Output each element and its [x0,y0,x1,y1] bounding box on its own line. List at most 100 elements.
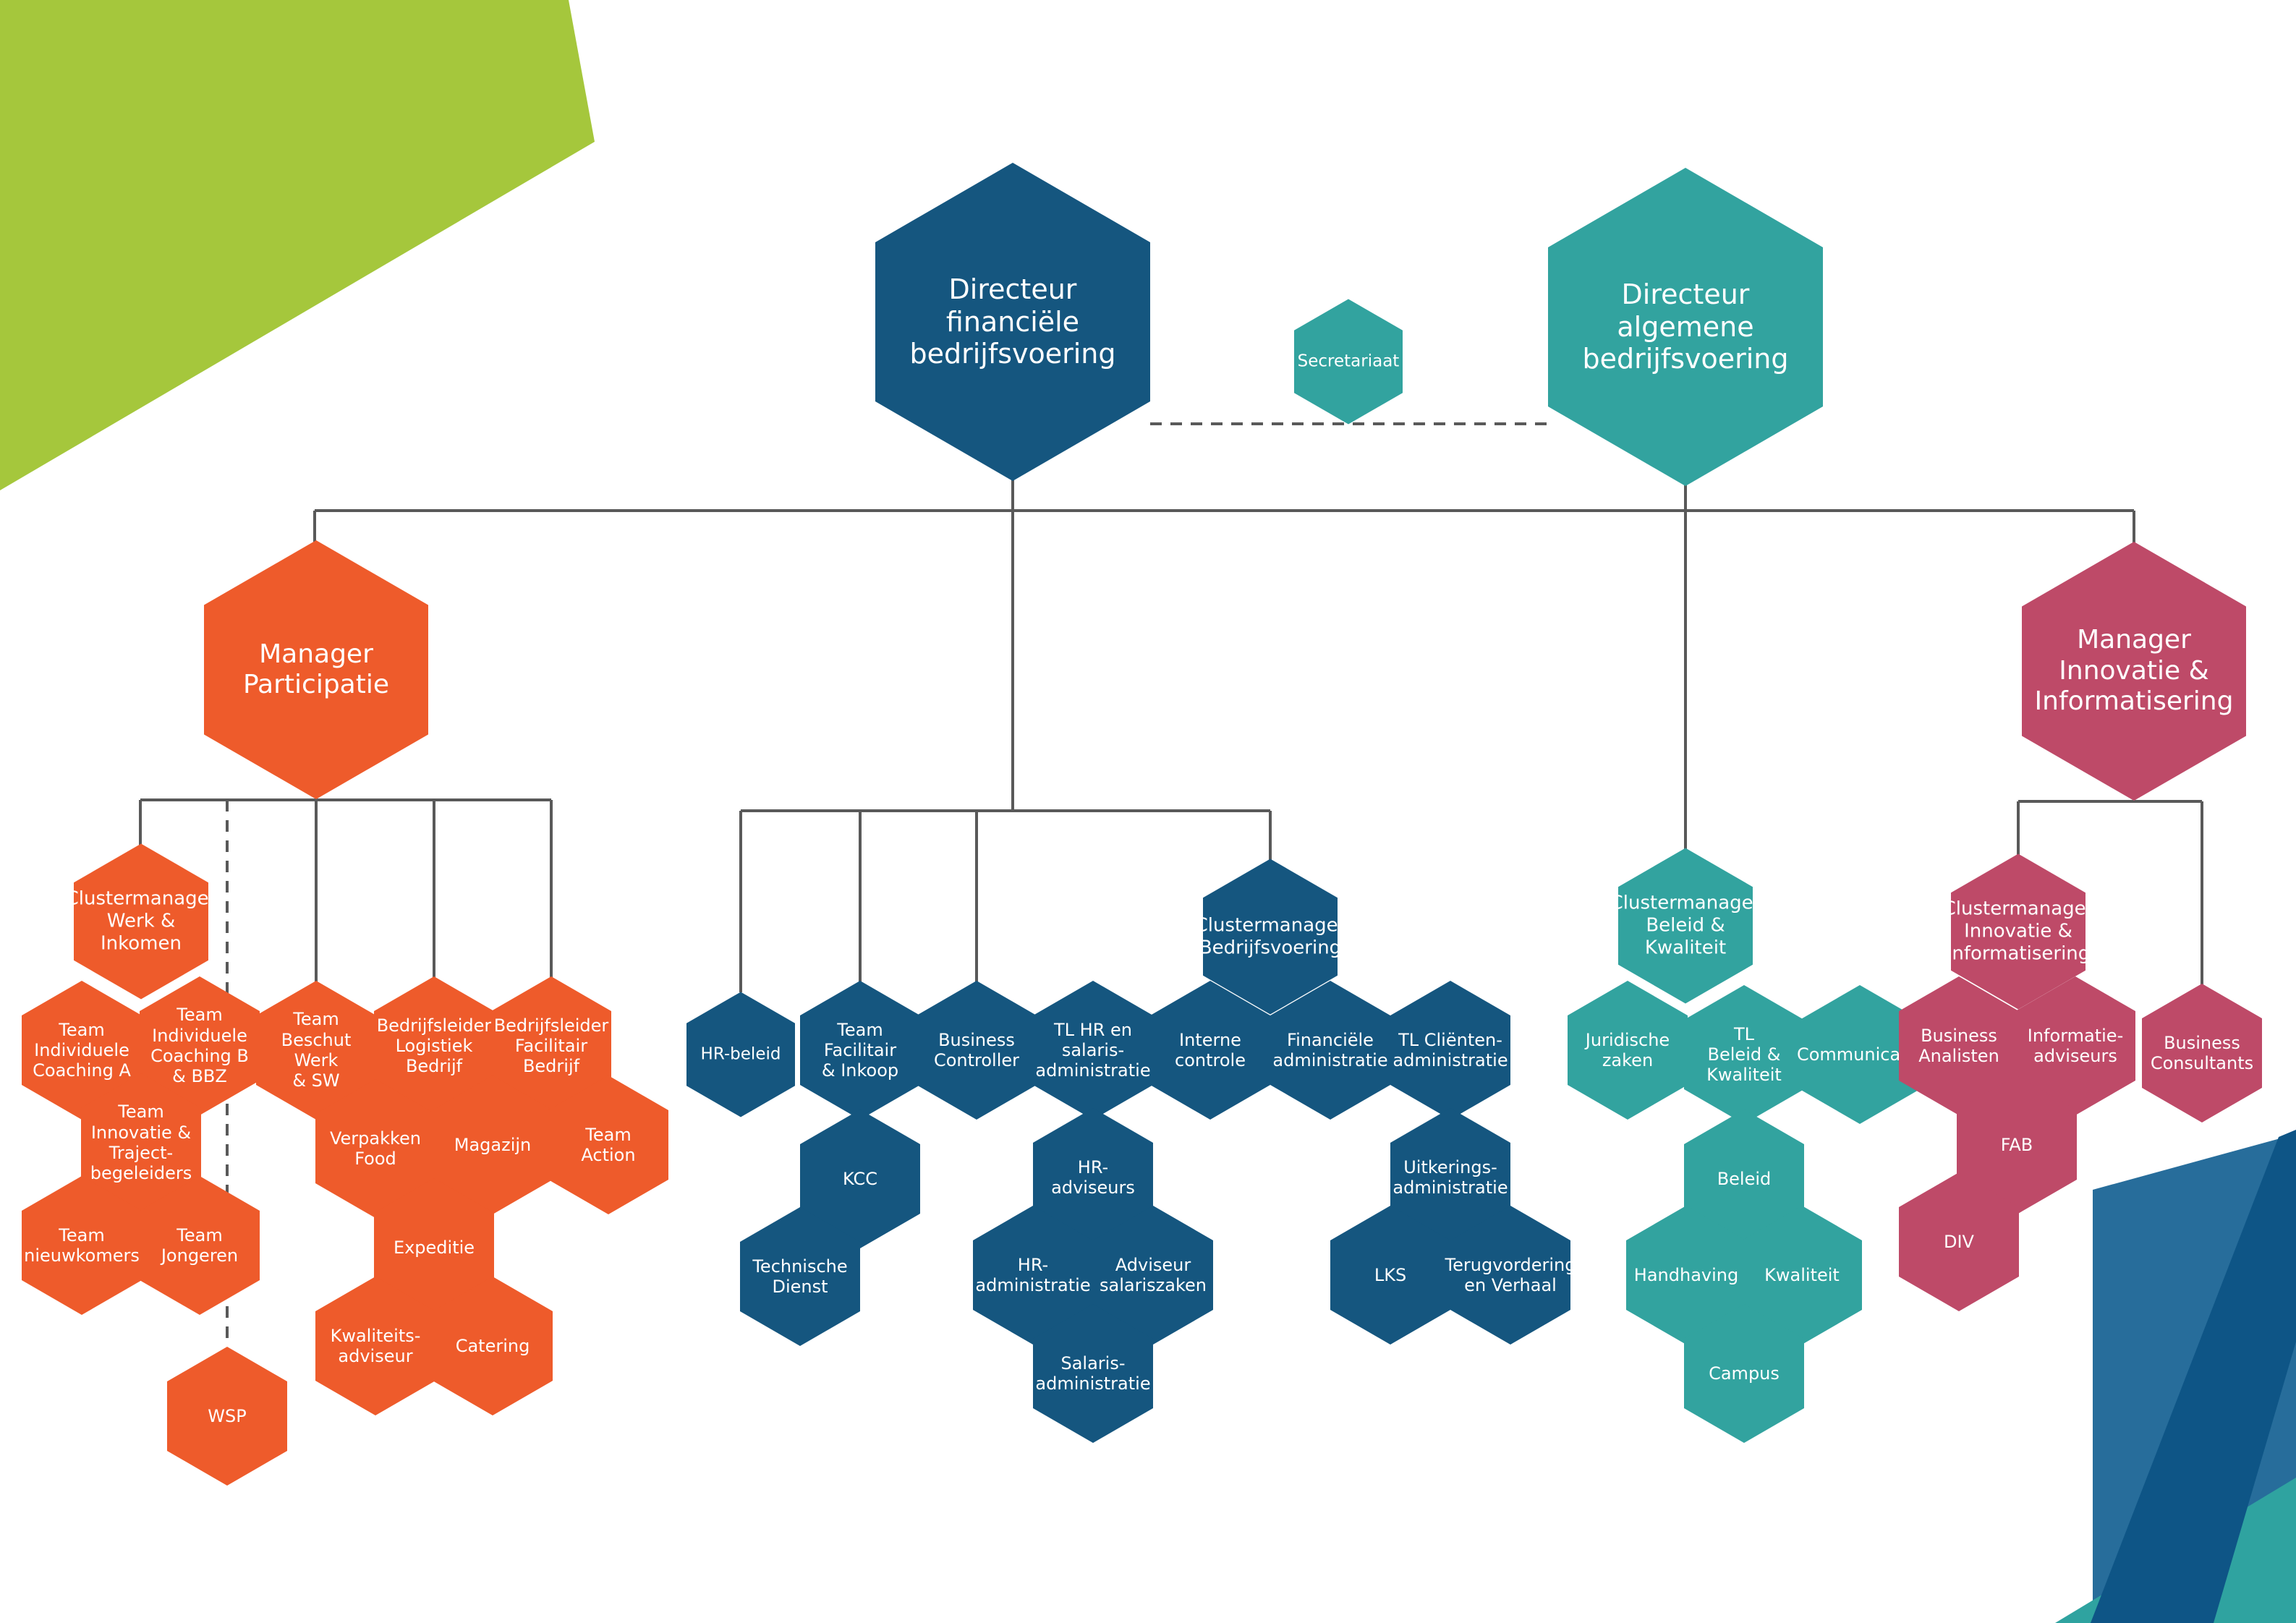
connector-line [739,811,742,992]
node-label: Team Jongeren [161,1224,239,1266]
connector-line [741,809,1270,812]
connector-line [1011,479,1014,511]
node-label: Verpakken Food [329,1128,422,1169]
node-label: Clustermanager Werk & Inkomen [65,887,217,955]
node-label: Team Individuele Coaching B & BBZ [150,1005,249,1087]
hexagon-shape [1618,848,1753,1004]
node-label: Team Individuele Coaching A [33,1019,131,1081]
node-label: Team Innovatie & Traject- begeleiders [90,1102,192,1184]
connector-line [1684,511,1687,851]
node-label: HR- adviseurs [1051,1156,1135,1198]
hexagon-shape [875,163,1150,481]
node-label: Interne controle [1175,1029,1246,1070]
node-label: Bedrijfsleider Facilitair Bedrijf [493,1015,609,1077]
node-label: Business Controller [933,1029,1020,1070]
node-tl-hr-salaris-administratie: TL HR en salaris- administratie [1033,981,1153,1120]
hexagon-shape [1899,1172,2019,1311]
node-label: Campus [1709,1363,1780,1384]
connector-line [2018,800,2202,803]
connector-line [550,800,553,979]
node-team-action: Team Action [548,1075,668,1214]
node-label: Business Consultants [2150,1032,2254,1073]
node-technische-dienst: Technische Dienst [740,1207,860,1346]
hexagon-shape [433,1277,553,1415]
connector-line [1684,483,1687,511]
node-manager-innovatie-informatisering: Manager Innovatie & Informatisering [2022,542,2246,801]
node-label: TL Cliënten- administratie [1393,1029,1508,1070]
node-label: Salaris- administratie [1035,1352,1151,1394]
node-directeur-algemene: Directeur algemene bedrijfsvoering [1548,168,1823,486]
connector-line [859,811,862,984]
node-label: Business Analisten [1918,1025,1999,1066]
connector-line [140,798,551,801]
hexagon-shape [2142,984,2262,1123]
node-kwaliteits-adviseur: Kwaliteits- adviseur [315,1277,435,1415]
node-label: Directeur financiële bedrijfsvoering [909,273,1116,370]
connector-line [975,811,978,984]
connector-line [2133,511,2135,545]
node-interne-controle: Interne controle [1150,981,1270,1120]
node-label: Uitkerings- administratie [1393,1156,1508,1198]
node-catering: Catering [433,1277,553,1415]
connector-line [1269,811,1272,862]
hexagon-shape [686,992,795,1117]
connector-line [313,511,316,544]
node-label: Team nieuwkomers [24,1224,140,1266]
node-label: Manager Innovatie & Informatisering [2034,625,2234,717]
node-campus: Campus [1684,1304,1804,1443]
node-directeur-financiele: Directeur financiële bedrijfsvoering [875,163,1150,481]
node-label: LKS [1374,1264,1407,1285]
node-label: FAB [2000,1134,2033,1155]
hexagon-shape [548,1075,668,1214]
node-label: Financiële administratie [1272,1029,1388,1070]
node-label: DIV [1944,1231,1974,1252]
node-team-nieuwkomers: Team nieuwkomers [22,1176,142,1315]
node-label: Clustermanager Bedrijfsvoering [1194,914,1346,958]
node-label: Clustermanager Innovatie & Informatiseri… [1942,898,2094,965]
node-clustermanager-bedrijfsvoering: Clustermanager Bedrijfsvoering [1195,859,1345,1015]
node-label: HR-beleid [700,1044,781,1064]
node-wsp: WSP [167,1347,287,1486]
node-business-consultants: Business Consultants [2142,984,2262,1123]
connector-line [2017,801,2020,856]
node-label: Handhaving [1633,1264,1739,1285]
node-lks: LKS [1330,1206,1450,1345]
node-label: Directeur algemene bedrijfsvoering [1582,278,1789,375]
node-label: Juridische zaken [1585,1029,1670,1070]
hexagon-shape [1684,985,1804,1124]
node-juridische-zaken: Juridische zaken [1568,981,1688,1120]
node-label: Kwaliteits- adviseur [330,1325,421,1366]
corner-dark-blue-band [2091,1130,2296,1623]
node-label: Secretariaat [1297,352,1400,371]
hexagon-shape [1951,853,2085,1010]
node-label: Informatie- adviseurs [2027,1025,2124,1066]
hexagon-shape [22,1176,142,1315]
node-label: TL Beleid & Kwaliteit [1706,1023,1782,1086]
node-tl-beleid-kwaliteit: TL Beleid & Kwaliteit [1684,985,1804,1124]
node-label: Expeditie [393,1237,475,1258]
node-label: Kwaliteit [1764,1264,1840,1285]
node-label: Team Facilitair & Inkoop [821,1019,899,1081]
connector-line [315,800,318,984]
node-label: Terugvordering en Verhaal [1445,1254,1576,1295]
node-clustermanager-werk-inkomen: Clustermanager Werk & Inkomen [66,843,216,1000]
node-div: DIV [1899,1172,2019,1311]
node-tl-clienten-administratie: TL Cliënten- administratie [1390,981,1510,1120]
node-team-facilitair-inkoop: Team Facilitair & Inkoop [800,981,920,1120]
node-label: Catering [455,1335,530,1356]
hexagon-shape [1684,1304,1804,1443]
node-business-controller: Business Controller [917,981,1037,1120]
connector-line-dashed [1150,422,1548,425]
node-label: WSP [208,1405,247,1426]
node-label: HR- administratie [975,1254,1091,1295]
node-label: KCC [843,1168,877,1189]
node-secretariaat: Secretariaat [1294,299,1403,425]
node-label: Team Beschut Werk & SW [281,1009,352,1091]
node-bedrijfsleider-logistiek-bedrijf: Bedrijfsleider Logistiek Bedrijf [374,976,494,1115]
hexagon-shape [2022,542,2246,801]
connector-line [315,509,2134,512]
node-label: Team Action [581,1124,636,1165]
node-handhaving: Handhaving [1626,1206,1746,1345]
node-label: Magazijn [454,1134,532,1155]
node-clustermanager-beleid-kwaliteit: Clustermanager Beleid & Kwaliteit [1610,848,1761,1004]
